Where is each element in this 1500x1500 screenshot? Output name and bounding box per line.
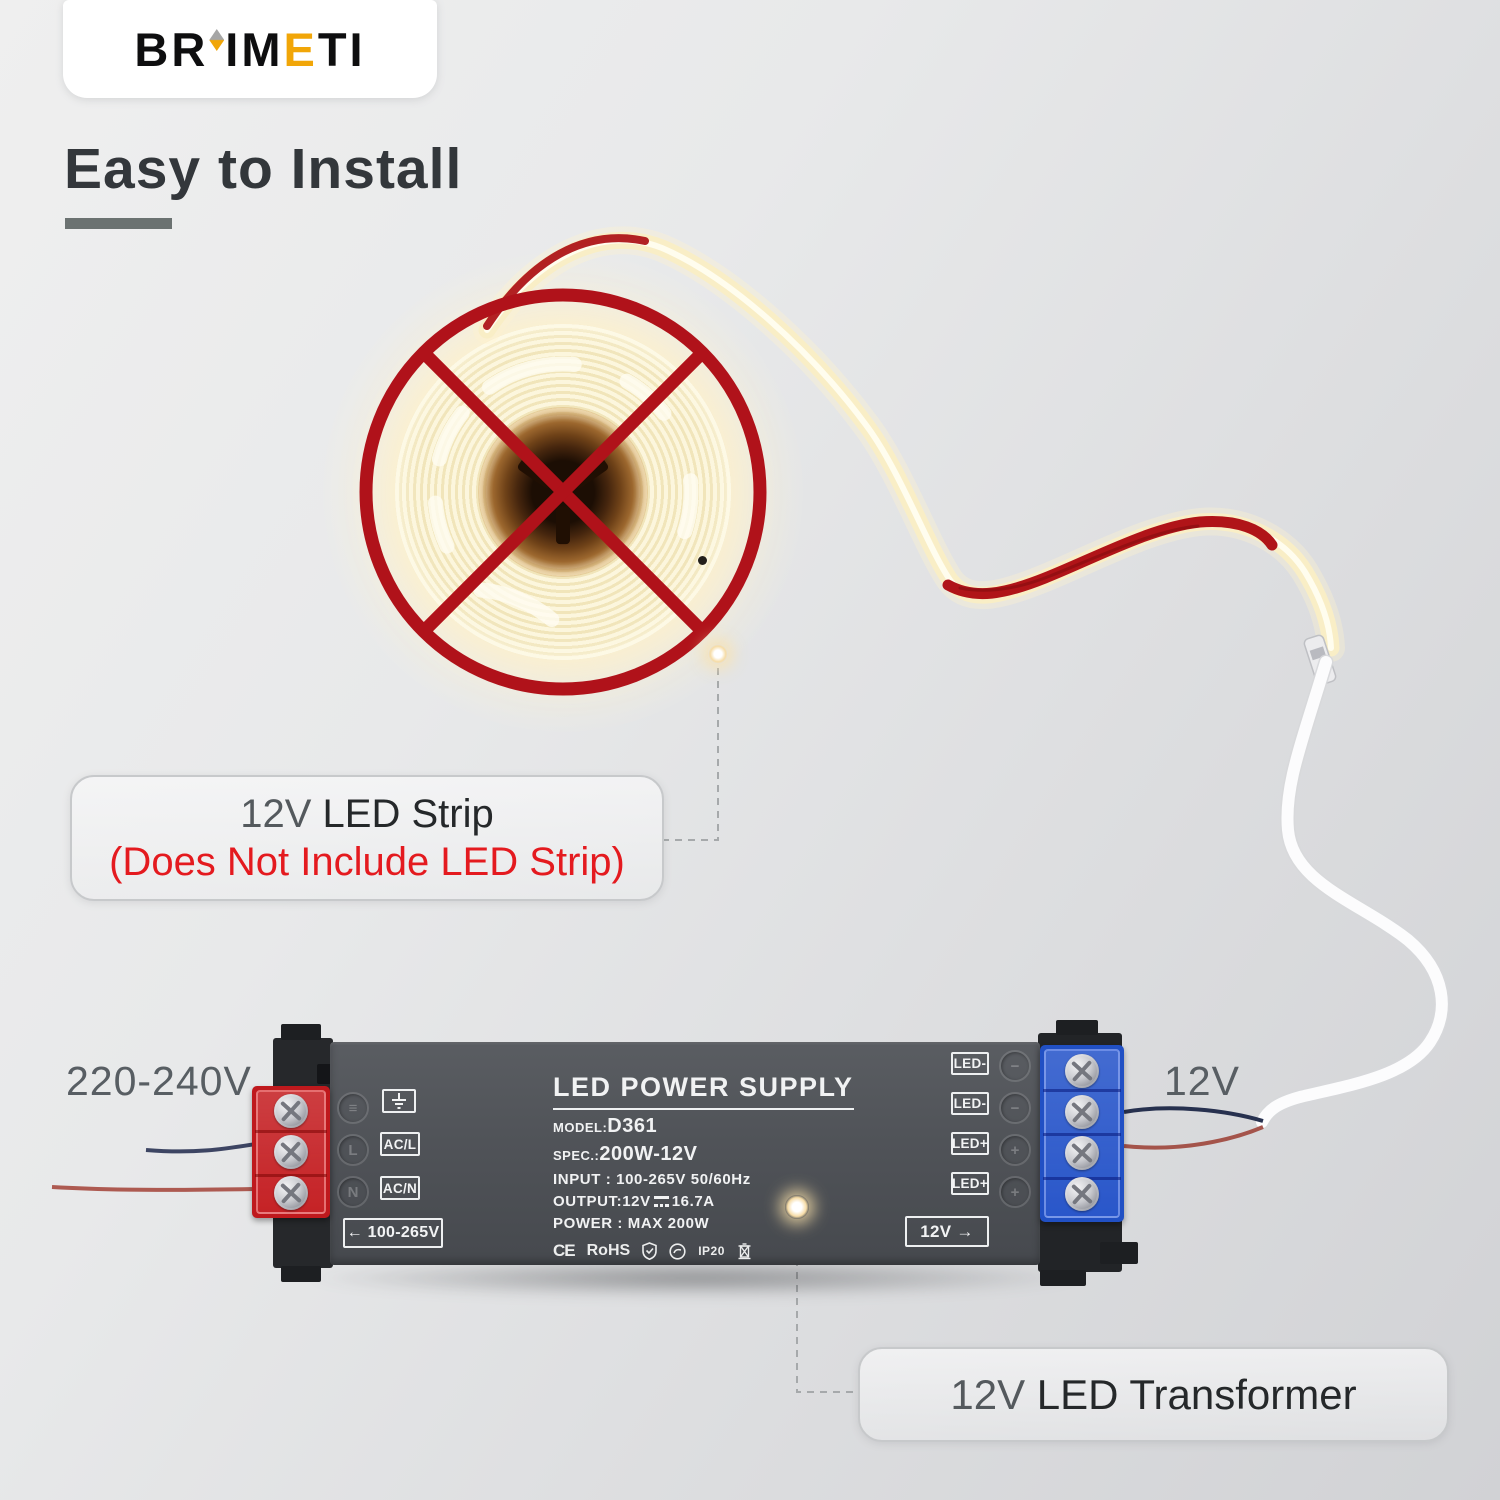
strip-marker-dot [708, 644, 728, 664]
psu-title: LED POWER SUPPLY [553, 1072, 854, 1110]
crossed-bin-icon [738, 1243, 751, 1260]
terminal-screw [1065, 1095, 1099, 1129]
led-power-supply: ≡ L N − − + + AC/L AC/N ← 100-265V LED- … [240, 1020, 1160, 1295]
output-spec-suffix: 16.7A [671, 1193, 715, 1210]
title-underline [65, 218, 172, 229]
mounting-tab [1100, 1242, 1138, 1264]
mounting-tab [281, 1266, 321, 1282]
strip-callout-text: LED Strip [311, 791, 494, 836]
ip-rating: IP20 [698, 1244, 725, 1258]
transformer-callout-text: LED Transformer [1025, 1370, 1357, 1418]
spec-value: 200W-12V [599, 1143, 698, 1165]
logo-text-right: TI [317, 22, 366, 76]
transformer-callout: 12V LED Transformer [858, 1347, 1449, 1442]
led-port-label: LED+ [951, 1132, 989, 1155]
model-label: MODEL: [553, 1120, 608, 1135]
certification-row: CE RoHS IP20 [553, 1241, 854, 1261]
input-range-label: ← 100-265V [343, 1218, 443, 1248]
shield-cert-icon [642, 1242, 657, 1260]
input-voltage-label: 220-240V [66, 1058, 252, 1104]
transformer-callout-line [796, 1220, 856, 1393]
mounting-tab [281, 1024, 321, 1040]
led-port-label: LED- [951, 1092, 989, 1115]
power-spec: POWER : MAX 200W [553, 1215, 710, 1232]
output-wire-blue [1123, 1106, 1264, 1123]
acl-port-label: AC/L [380, 1132, 420, 1156]
page-title: Easy to Install [64, 137, 463, 201]
model-value: D361 [607, 1115, 658, 1137]
emboss-ground-icon: ≡ [337, 1092, 369, 1124]
terminal-screw [1065, 1177, 1099, 1211]
strip-voltage: 12V [240, 791, 312, 836]
emboss-live-icon: L [337, 1134, 369, 1166]
spec-label: SPEC.: [553, 1148, 600, 1163]
terminal-screw [274, 1135, 308, 1169]
acn-port-label: AC/N [380, 1176, 420, 1200]
reel-slots [428, 356, 699, 627]
terminal-divider [1043, 1089, 1121, 1092]
mounting-tab [1040, 1270, 1086, 1286]
dc-symbol-icon [653, 1196, 669, 1207]
output-cable [1254, 654, 1450, 1130]
emboss-vminus-icon: − [999, 1050, 1031, 1082]
emboss-vplus-icon: + [999, 1134, 1031, 1166]
output-wire-red [1123, 1125, 1264, 1150]
logo-text-left: BR [134, 22, 209, 76]
ce-mark: CE [553, 1241, 576, 1260]
input-spec: INPUT : 100-265V 50/60Hz [553, 1171, 751, 1188]
psu-body [330, 1042, 1040, 1265]
no-symbol [359, 288, 767, 696]
emboss-neutral-icon: N [337, 1176, 369, 1208]
input-terminal-block [252, 1086, 330, 1218]
transformer-voltage: 12V [950, 1370, 1026, 1418]
ground-port-box [382, 1089, 416, 1113]
led-strip-ribbon [473, 226, 1345, 662]
output-spec: OUTPUT:12V 16.7A [553, 1193, 854, 1210]
transformer-marker-dot [785, 1195, 809, 1219]
output-terminal-block [1040, 1045, 1124, 1222]
terminal-screw [274, 1176, 308, 1210]
circle-cert-icon [669, 1242, 686, 1260]
led-port-label: LED- [951, 1052, 989, 1075]
terminal-screw [1065, 1054, 1099, 1088]
terminal-screw [1065, 1136, 1099, 1170]
strip-callout: 12V LED Strip (Does Not Include LED Stri… [70, 775, 664, 901]
logo-text-accent: E [283, 22, 318, 76]
output-port-label: 12V → [905, 1216, 989, 1247]
input-wire-red [51, 1185, 257, 1192]
strip-callout-line [664, 668, 719, 841]
logo-diamond-icon [209, 29, 225, 51]
logo-text-mid: IM [225, 22, 284, 76]
led-port-label: LED+ [951, 1172, 989, 1195]
terminal-divider [255, 1130, 327, 1133]
terminal-screw [274, 1094, 308, 1128]
transformer-callout-title: 12V LED Transformer [950, 1371, 1356, 1419]
reel-mark-dot [698, 556, 707, 565]
input-wire-blue [145, 1142, 257, 1154]
strip-callout-title: 12V LED Strip [240, 792, 493, 837]
output-spec-prefix: OUTPUT:12V [553, 1193, 651, 1210]
terminal-divider [1043, 1133, 1121, 1136]
emboss-vplus-icon: + [999, 1176, 1031, 1208]
ground-icon [392, 1093, 406, 1109]
emboss-vminus-icon: − [999, 1092, 1031, 1124]
output-voltage-label: 12V [1164, 1058, 1240, 1104]
rohs-mark: RoHS [586, 1242, 631, 1259]
mounting-tab [1056, 1020, 1098, 1035]
strip-callout-note: (Does Not Include LED Strip) [109, 839, 625, 884]
psu-spec-label: LED POWER SUPPLY MODEL:D361 SPEC.:200W-1… [553, 1072, 854, 1261]
callout-connectors [664, 668, 856, 1393]
